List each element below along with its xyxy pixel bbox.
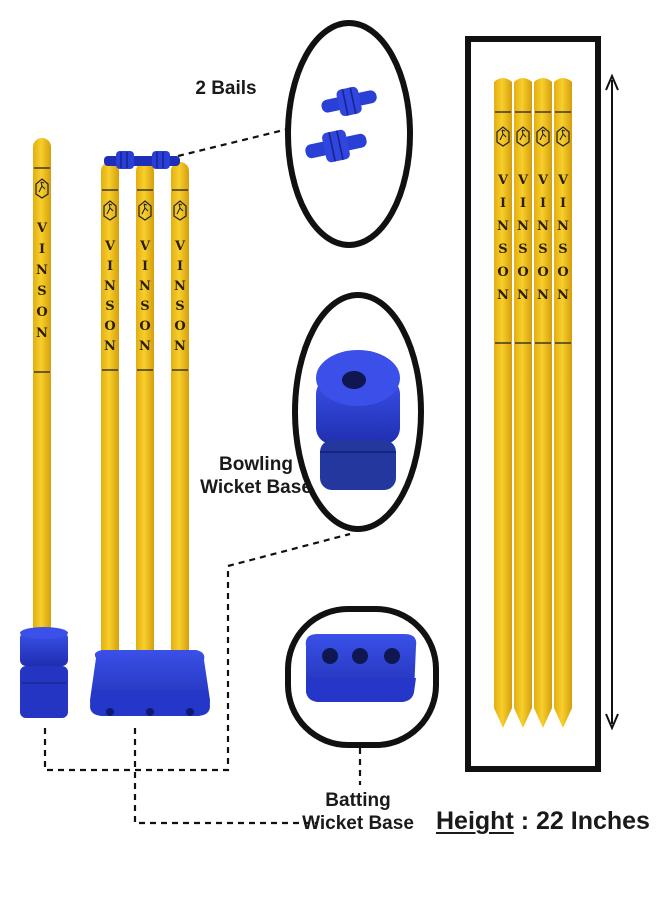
brand-letter: S bbox=[105, 299, 114, 314]
brand-letter: I bbox=[500, 196, 506, 211]
brand-letter: N bbox=[174, 339, 186, 354]
bowling-wicket-base-label: Bowling Wicket Base bbox=[198, 454, 314, 500]
batting-base-closeup bbox=[305, 634, 417, 702]
brand-letter: V bbox=[497, 173, 509, 188]
stump bbox=[554, 78, 572, 728]
brand-letter: S bbox=[175, 299, 184, 314]
brand-letter: O bbox=[174, 319, 185, 334]
brand-letter: O bbox=[497, 265, 508, 280]
brand-letter: V bbox=[557, 173, 569, 188]
stump bbox=[514, 78, 532, 728]
bowling-label-line2: Wicket Base bbox=[200, 476, 312, 498]
brand-letter: O bbox=[36, 305, 47, 320]
brand-letter: V bbox=[104, 239, 116, 254]
stump bbox=[136, 162, 154, 662]
brand-letter: V bbox=[174, 239, 186, 254]
bowling-label-line1: Bowling bbox=[219, 454, 293, 475]
brand-letter: I bbox=[39, 242, 45, 257]
brand-letter: N bbox=[104, 279, 116, 294]
height-arrow bbox=[605, 73, 619, 731]
stump bbox=[101, 162, 119, 662]
brand-letter: S bbox=[518, 242, 527, 257]
brand-letter: V bbox=[36, 221, 48, 236]
bail-piece bbox=[305, 129, 367, 163]
height-word: Height bbox=[436, 807, 514, 835]
stump bbox=[494, 78, 512, 728]
brand-letter: V bbox=[537, 173, 549, 188]
stump bbox=[171, 162, 189, 662]
brand-letter: I bbox=[560, 196, 566, 211]
brand-letter: S bbox=[538, 242, 547, 257]
brand-letter: N bbox=[537, 219, 549, 234]
brand-letter: S bbox=[498, 242, 507, 257]
batting-wicket-base-label: Batting Wicket Base bbox=[296, 790, 420, 836]
batting-label-line2: Wicket Base bbox=[302, 812, 414, 834]
bails-label-text: 2 Bails bbox=[195, 78, 257, 99]
brand-letter: O bbox=[537, 265, 548, 280]
brand-letter: S bbox=[140, 299, 149, 314]
brand-letter: N bbox=[497, 219, 509, 234]
brand-letter: N bbox=[497, 288, 509, 303]
brand-letter: O bbox=[139, 319, 150, 334]
brand-letter: S bbox=[558, 242, 567, 257]
brand-letter: S bbox=[37, 284, 46, 299]
batting-wicket-base bbox=[90, 650, 210, 716]
bails-callout bbox=[285, 20, 413, 248]
bowling-base-callout bbox=[292, 292, 424, 532]
bowling-stump bbox=[33, 138, 51, 648]
brand-letter: I bbox=[540, 196, 546, 211]
brand-letter: I bbox=[177, 259, 183, 274]
brand-letter: N bbox=[174, 279, 186, 294]
brand-letter: O bbox=[517, 265, 528, 280]
stump-set bbox=[494, 78, 572, 728]
brand-letter: N bbox=[517, 219, 529, 234]
height-label: Height : 22 Inches bbox=[436, 806, 650, 836]
connector-lines bbox=[43, 126, 362, 825]
brand-letter: O bbox=[104, 319, 115, 334]
brand-letter: N bbox=[36, 263, 48, 278]
brand-letter: V bbox=[139, 239, 151, 254]
brand-letter: N bbox=[139, 339, 151, 354]
batting-base-callout bbox=[285, 606, 439, 748]
batting-label-line1: Batting bbox=[325, 790, 391, 811]
brand-letter: N bbox=[557, 219, 569, 234]
bail-piece bbox=[321, 86, 377, 117]
brand-letter: N bbox=[36, 326, 48, 341]
bowling-wicket-base-small bbox=[20, 627, 68, 718]
bowling-base-closeup bbox=[316, 350, 400, 490]
brand-letter: N bbox=[537, 288, 549, 303]
brand-letter: I bbox=[520, 196, 526, 211]
brand-letter: N bbox=[139, 279, 151, 294]
stump bbox=[534, 78, 552, 728]
brand-letter: N bbox=[104, 339, 116, 354]
height-value: : 22 Inches bbox=[513, 807, 650, 835]
brand-letter: I bbox=[142, 259, 148, 274]
brand-letter: N bbox=[517, 288, 529, 303]
bails-label: 2 Bails bbox=[186, 78, 266, 101]
brand-letter: V bbox=[517, 173, 529, 188]
brand-letter: I bbox=[107, 259, 113, 274]
bails-on-stumps bbox=[104, 151, 180, 169]
brand-letter: O bbox=[557, 265, 568, 280]
brand-letter: N bbox=[557, 288, 569, 303]
